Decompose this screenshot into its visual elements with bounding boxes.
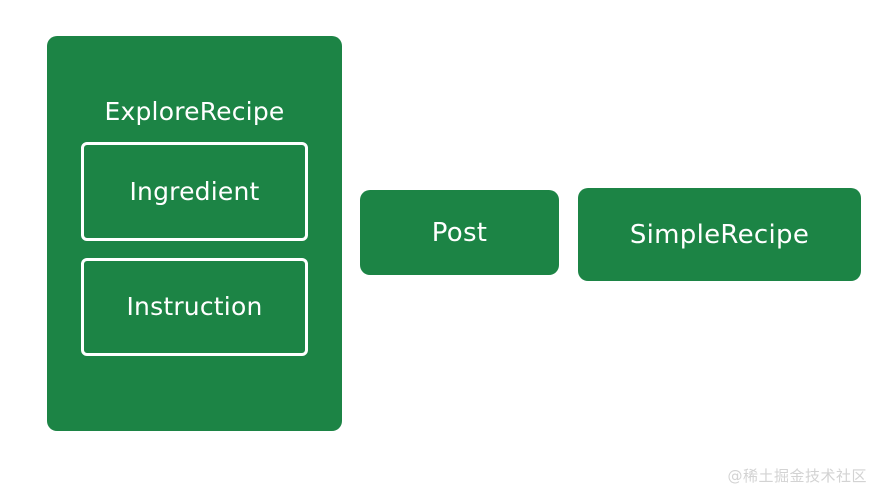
node-ingredient-label: Ingredient [129, 176, 260, 206]
node-simple-recipe[interactable]: SimpleRecipe [578, 188, 861, 281]
watermark-text: @稀土掘金技术社区 [727, 467, 867, 485]
node-post[interactable]: Post [360, 190, 559, 275]
node-explore-recipe-label: ExploreRecipe [104, 97, 285, 126]
node-instruction[interactable]: Instruction [81, 258, 308, 356]
node-instruction-label: Instruction [126, 292, 263, 321]
node-post-label: Post [431, 217, 488, 248]
node-ingredient[interactable]: Ingredient [81, 142, 308, 241]
node-simple-recipe-label: SimpleRecipe [629, 219, 810, 250]
node-explore-recipe[interactable]: ExploreRecipe Ingredient Instruction [47, 36, 342, 431]
